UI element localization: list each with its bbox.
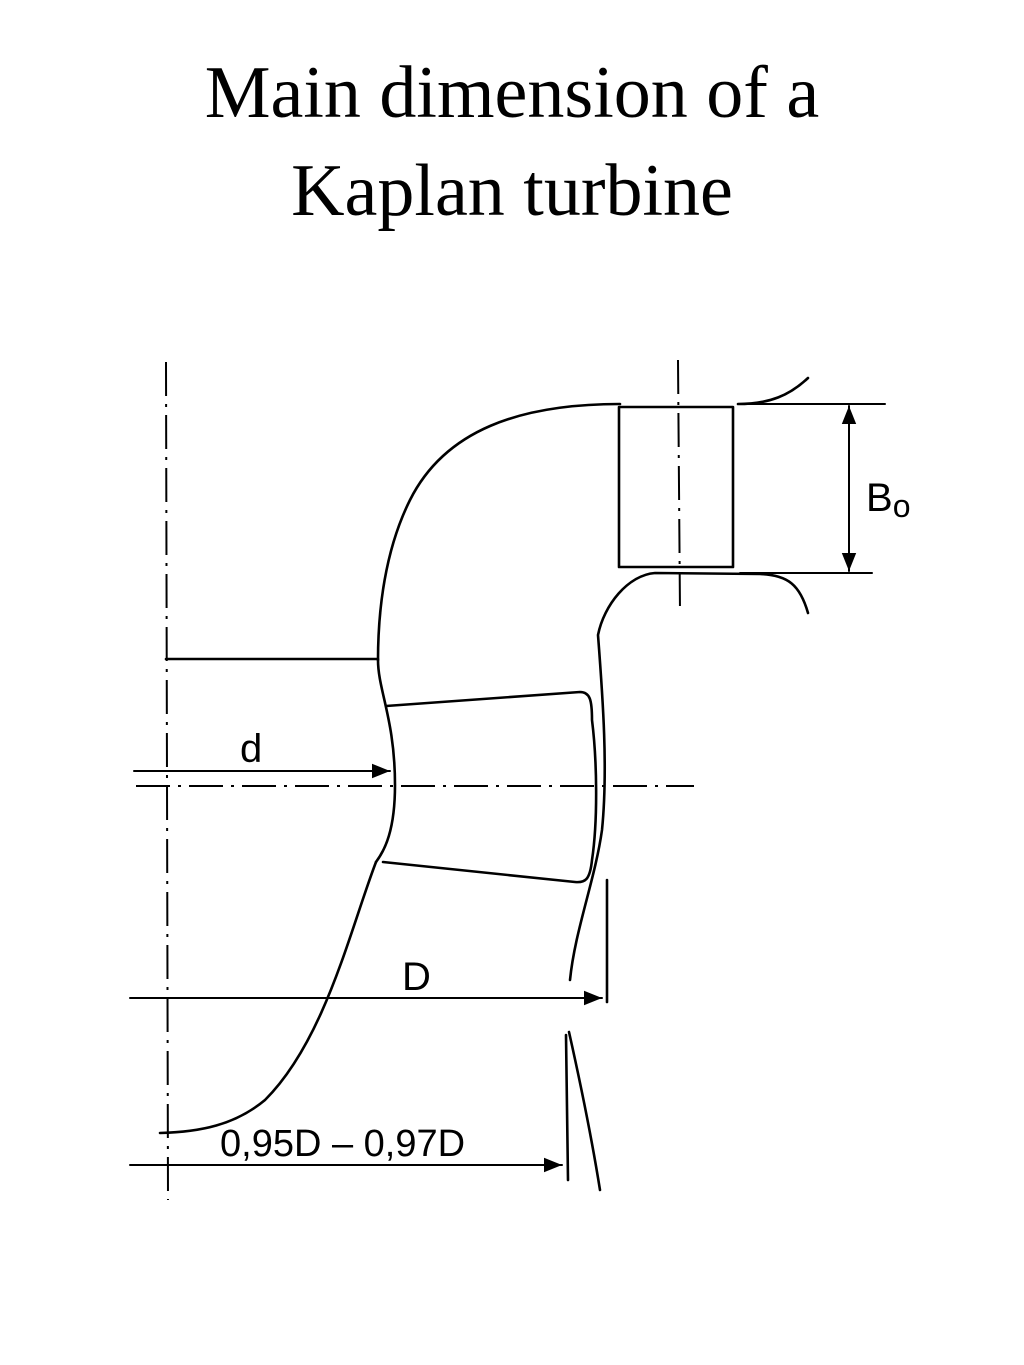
shroud-contour — [568, 571, 810, 982]
bo-subscript: o — [893, 488, 911, 524]
guide-vane-centerline — [677, 359, 681, 613]
turbine-axis-centerline — [165, 361, 169, 1201]
hub-contour-upper — [376, 402, 622, 662]
slide-title: Main dimension of a Kaplan turbine — [0, 44, 1024, 240]
guide-vane — [617, 405, 735, 569]
hub-contour-middle — [374, 658, 397, 864]
title-line-2: Kaplan turbine — [291, 150, 733, 232]
title-line-1: Main dimension of a — [204, 52, 820, 134]
outlet-diameter-label: 0,95D – 0,97D — [220, 1123, 465, 1165]
D-label: D — [402, 955, 431, 999]
draft-tube-inner-line — [564, 1033, 570, 1182]
draft-tube-wall — [567, 1030, 602, 1192]
spiral-casing-curve — [736, 376, 810, 406]
hub-contour-lower — [158, 860, 378, 1135]
bo-label: B — [866, 476, 893, 520]
d-label: d — [240, 727, 262, 771]
runner-blade — [381, 690, 598, 884]
svg-text:Bo: Bo — [866, 476, 910, 524]
